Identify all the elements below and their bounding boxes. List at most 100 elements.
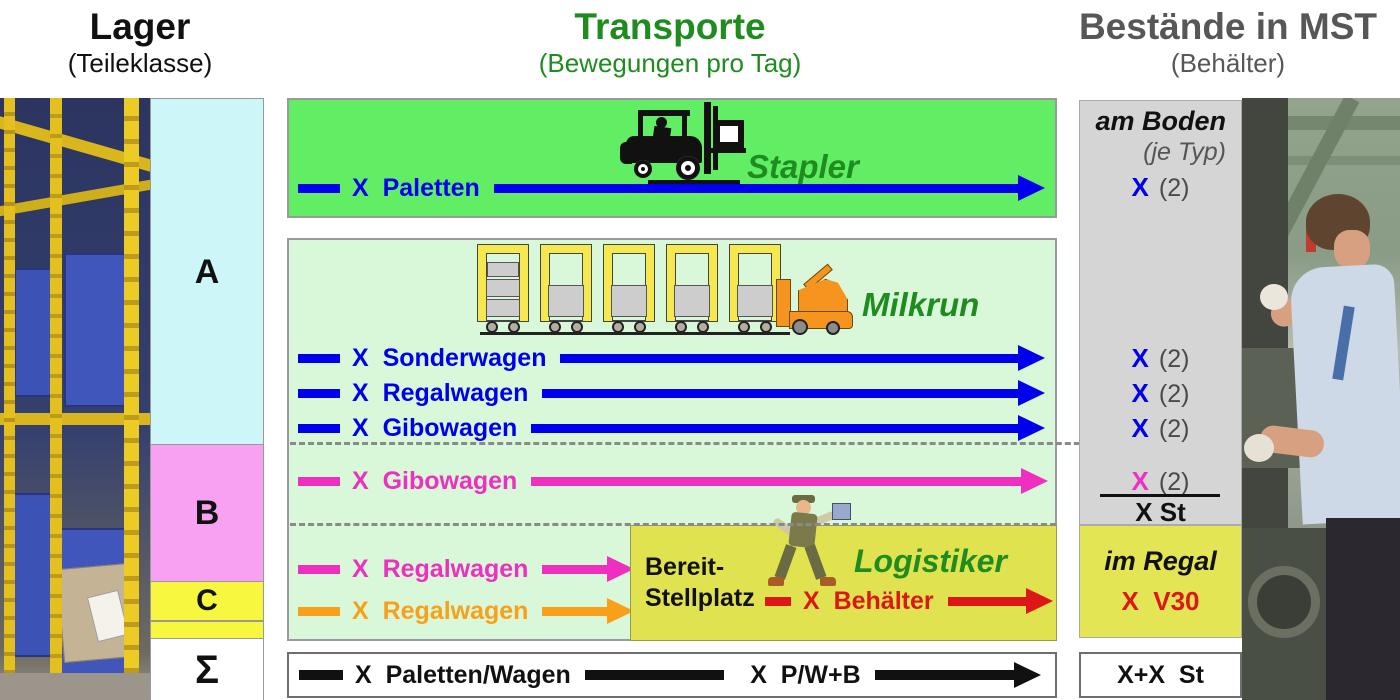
arrow-shaft [560,353,1018,363]
lager-subtitle: (Teileklasse) [67,47,213,78]
wagon-cargo [674,285,710,317]
forklift-icon [620,102,750,188]
shelf-box [487,262,519,277]
sum-band: Σ [150,638,264,700]
gibowagen-b-arrow-label: X Gibowagen [352,466,518,495]
wagon-wheel [549,321,561,333]
regalwagen-arrow: X Regalwagen [298,378,1045,408]
sum-underline [1100,494,1220,497]
regalwagen-c-arrow-label: X Regalwagen [352,596,529,625]
machine-wheel [1248,566,1320,638]
regalwagen-b-arrow-label: X Regalwagen [352,554,529,583]
tug-wheel [792,319,808,335]
worker-torso [788,511,818,549]
worker-shirt [1289,263,1400,525]
bereitstellplatz-box [630,525,1057,641]
stapler-box [287,98,1057,218]
gibowagen-arrow: X Gibowagen [298,413,1045,443]
worker-shoe [820,577,836,586]
class-a-label: A [194,252,220,291]
class-c-band: C [150,581,264,621]
frame-wagon [541,245,591,333]
rack-container [14,268,54,397]
arrow-dash [298,183,340,193]
arrow-shaft [493,183,1018,193]
ab-dashed-line [290,442,1242,445]
worker-head [796,500,811,515]
arrow-dash [298,476,340,486]
wagon-wheel [675,321,687,333]
bestaende-subtitle: (Behälter) [1170,47,1286,78]
stock-row-gibowagen: X (2) [1079,415,1242,442]
worker-shoe [768,577,784,586]
stock-x: X [1131,413,1149,443]
rack-post [50,98,62,700]
logistiker-icon [756,495,852,591]
stock-row-sonderwagen: X (2) [1079,345,1242,372]
stock-row-gibowagen-b: X (2) [1079,468,1242,495]
stock-qty: (2) [1158,415,1190,443]
am-boden-title: am Boden [1095,106,1226,136]
sonderwagen-arrow-label: X Sonderwagen [352,343,547,372]
boden-sum-value: X St [1135,497,1186,527]
summary-right-label: X P/W+B [750,660,861,689]
am-boden-box [1079,100,1242,525]
shelf-wagon [478,245,528,333]
frame-wagon [667,245,717,333]
arrow-dash [765,596,791,606]
lager-header: Lager (Teileklasse) [0,6,280,78]
transporte-title: Transporte [574,6,766,47]
floor [0,673,150,700]
rack-beam [0,413,150,425]
arrow-dash [299,670,343,680]
boden-sum: X St [1079,499,1242,525]
arrow-shaft [542,564,607,574]
stock-x: X [1131,378,1149,408]
stock-qty: (2) [1158,174,1190,202]
stock-x: X [1131,466,1149,496]
arrow-dash [298,388,340,398]
rack-post [4,98,15,700]
tug-mast [776,279,791,327]
arrow-shaft [584,670,725,680]
wagon-wheel [612,321,624,333]
bereitstellplatz-line2: Stellplatz [645,584,755,612]
shelf-box [486,279,520,297]
total-box: X+X St [1079,652,1242,698]
arrow-shaft [947,596,1026,606]
wagon-wheel [508,321,520,333]
tug-wheel [826,321,840,335]
stock-row-regalwagen: X(2) [1079,380,1242,407]
class-b-label: B [194,494,220,532]
assembly-photo [1242,98,1400,700]
wagon-cargo [737,285,773,317]
stapler-label: Stapler [747,148,859,185]
wagon-wheel [486,321,498,333]
worker-pants [1326,518,1400,700]
wagon-wheel [634,321,646,333]
arrow-dash [298,606,340,616]
paletten-arrow: X Paletten [298,173,1045,203]
frame-wagon [604,245,654,333]
regalwagen-b-arrow: X Regalwagen [298,554,634,584]
bc-dashed-line [290,523,1056,526]
wagon-wheel [697,321,709,333]
gibowagen-arrow-label: X Gibowagen [352,413,518,442]
regalwagen-arrow-label: X Regalwagen [352,378,529,407]
worker-glove [1260,284,1288,310]
carried-box [832,503,851,520]
worker-leg [774,544,797,580]
class-c-label: C [196,584,218,617]
summary-left-label: X Paletten/Wagen [355,660,571,689]
arrow-dash [298,564,340,574]
transporte-header: Transporte (Bewegungen pro Tag) [420,6,920,78]
summary-box: X Paletten/Wagen X P/W+B [287,652,1057,698]
frame-wagon [730,245,780,333]
arrow-shaft [542,606,607,616]
worker-glove [1244,434,1274,462]
stock-qty: (2) [1158,468,1190,496]
stock-x: X [1131,343,1149,373]
stock-qty: (2) [1158,345,1190,373]
logistiker-label: Logistiker [854,543,1007,579]
